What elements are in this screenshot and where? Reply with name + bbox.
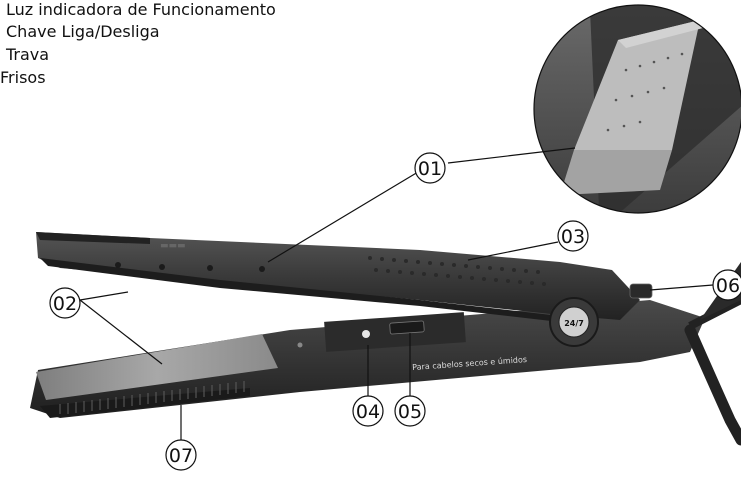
indicator-light-icon bbox=[362, 330, 370, 338]
callout-05: 05 bbox=[394, 395, 426, 427]
svg-text:05: 05 bbox=[398, 401, 422, 423]
callout-04: 04 bbox=[352, 395, 384, 427]
zoom-inset bbox=[533, 4, 741, 214]
legend-item-lock: Trava bbox=[6, 45, 50, 64]
top-arm: ▬▬▬ 24/7 bbox=[36, 232, 653, 347]
legend-item-indicator-light: Luz indicadora de Funcionamento bbox=[6, 0, 276, 19]
leader-lines bbox=[79, 147, 714, 440]
svg-text:01: 01 bbox=[418, 158, 442, 180]
legend-item-power-switch: Chave Liga/Desliga bbox=[6, 22, 160, 41]
legend-item-grooves: Frisos bbox=[0, 68, 46, 87]
callouts: 01 02 03 04 05 06 07 bbox=[49, 152, 741, 471]
callout-07: 07 bbox=[165, 439, 197, 471]
pivot-badge bbox=[558, 306, 590, 338]
svg-text:04: 04 bbox=[356, 401, 380, 423]
svg-text:02: 02 bbox=[53, 293, 77, 315]
callout-06: 06 bbox=[712, 269, 741, 301]
lock-button bbox=[629, 283, 653, 299]
svg-text:06: 06 bbox=[716, 275, 740, 297]
callout-01: 01 bbox=[414, 152, 446, 184]
power-switch bbox=[389, 320, 425, 335]
svg-text:03: 03 bbox=[561, 226, 585, 248]
callout-02: 02 bbox=[49, 287, 81, 319]
grip-texture bbox=[368, 256, 546, 286]
svg-text:▬▬▬: ▬▬▬ bbox=[160, 241, 186, 251]
callout-03: 03 bbox=[557, 220, 589, 252]
grooves bbox=[59, 381, 245, 414]
svg-text:07: 07 bbox=[169, 445, 193, 467]
lower-plate bbox=[36, 334, 278, 400]
badge-label: 24/7 bbox=[564, 319, 584, 328]
